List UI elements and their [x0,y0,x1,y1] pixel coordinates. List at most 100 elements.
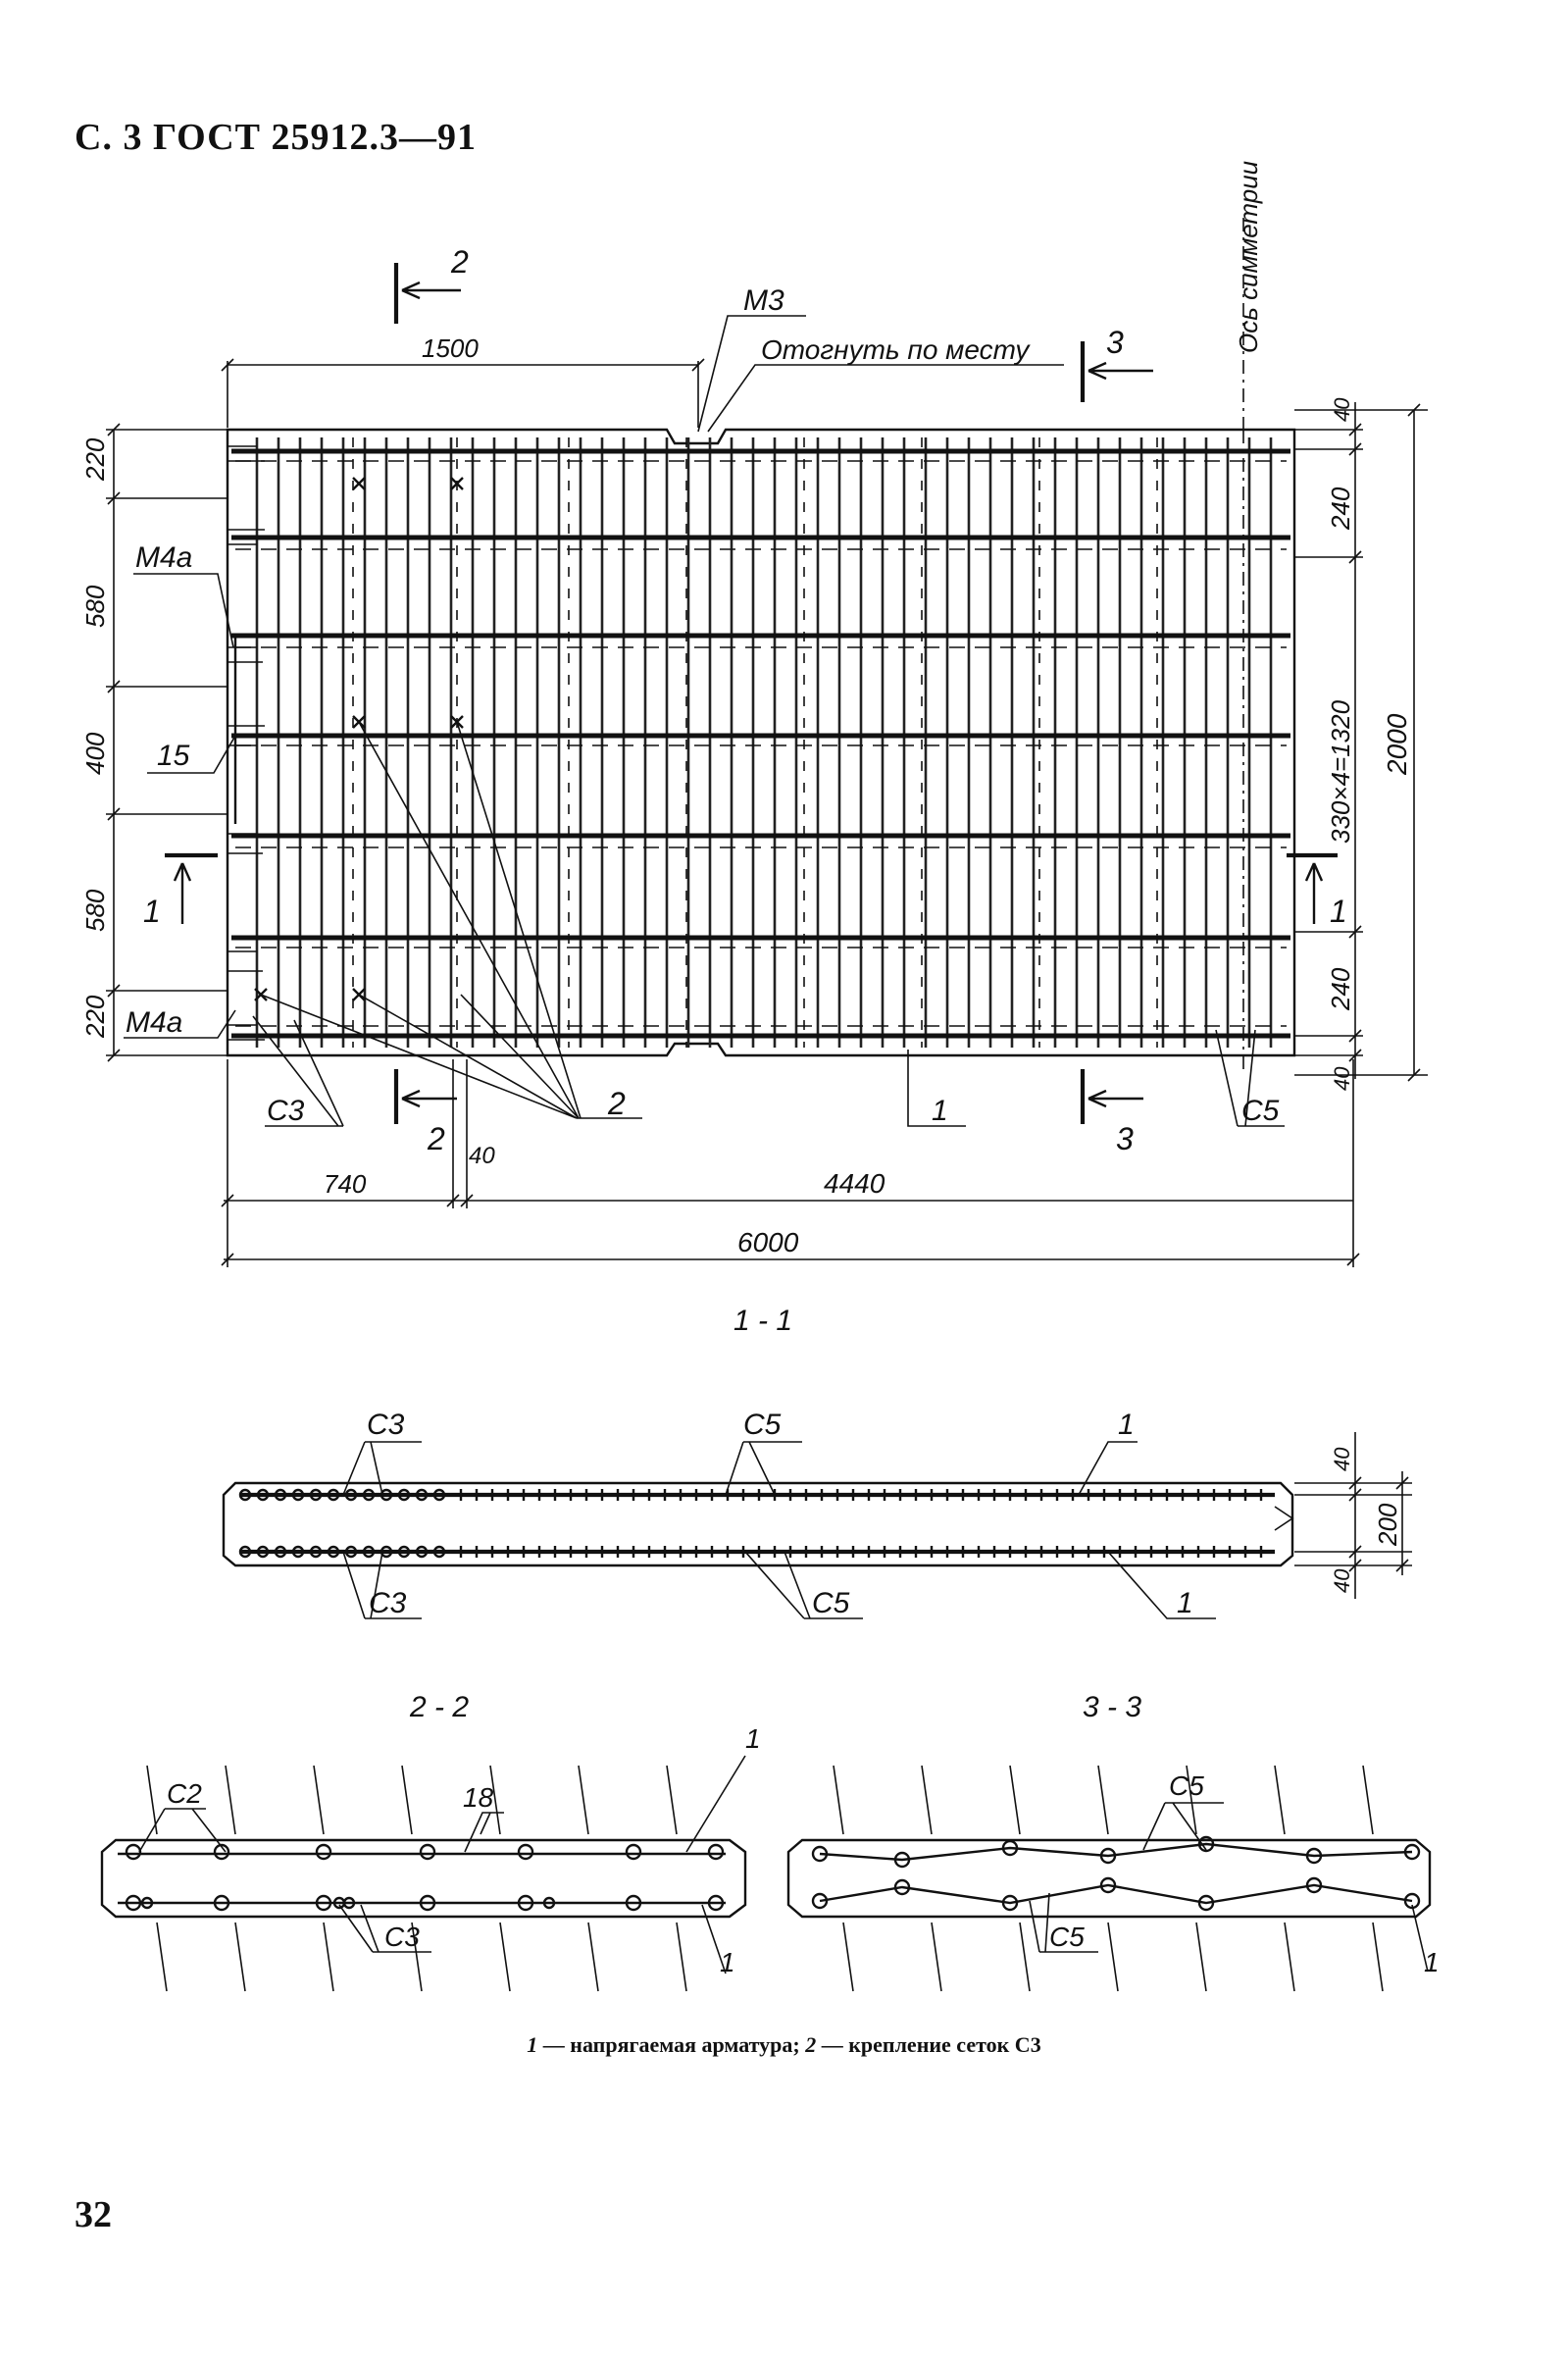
rebar-dot [315,1843,332,1861]
rebar-dot [309,1545,323,1559]
hatch-line [1195,1922,1207,1992]
s11-dim-40b: 40 [1330,1568,1354,1593]
page-header: С. 3 ГОСТ 25912.3—91 [75,117,477,158]
section-3-3-title: 3 - 3 [1083,1691,1141,1723]
dim-left-chain [106,423,228,1062]
rebar-dot [309,1488,323,1502]
section-2-2-leaders [138,1755,746,1974]
dim-220b: 220 [80,995,110,1039]
hatch-line [676,1922,687,1992]
plan-view: 2 С3 С5 1 М3 Отогнуть по месту Ось симме… [80,161,1428,1267]
dim-r330x4: 330×4=1320 [1326,699,1355,844]
rebar-dot [811,1845,829,1863]
mark-c3: С3 [267,1095,305,1127]
dim-740: 740 [324,1169,367,1199]
s33-c5-top: С5 [1169,1770,1204,1801]
rebar-dot [432,1545,446,1559]
section-3-3: 3 - 3 С5 С5 1 [786,1691,1440,1992]
dim-r40a: 40 [1330,397,1354,422]
rebar-dot [342,1896,356,1910]
rebar-dot [1197,1894,1215,1912]
hatch-line [578,1765,589,1835]
section-1-1-leaders [342,1441,1216,1619]
section-1-1-break [1274,1506,1294,1531]
rebar-dot [256,1545,270,1559]
s11-c3-bot: С3 [369,1587,407,1619]
rebar-dot [1001,1894,1019,1912]
s11-c5-top: С5 [743,1409,782,1441]
rebar-dot [1099,1876,1117,1894]
section-3-3-rebar-dots [811,1835,1421,1912]
hatch-line [499,1922,511,1992]
dim-right-chain [1294,402,1428,1082]
hatch-line [1284,1922,1295,1992]
legend-num-1: 1 [527,2032,538,2057]
fastening-crosses [254,477,464,1001]
rebar-dot [625,1894,642,1912]
dim-1500-label: 1500 [422,333,479,363]
legend: 1 — напрягаемая арматура; 2 — крепление … [0,2032,1568,2058]
section-3-3-leaders [1029,1802,1429,1973]
hatch-line [323,1922,334,1992]
section-marker-2-top: 2 [393,244,469,324]
s22-1-bot: 1 [720,1947,735,1977]
section-marker-1-right: 1 [1287,852,1347,929]
s11-c5-bot: С5 [812,1587,850,1619]
hatch-line [833,1765,844,1835]
rebar-dot [327,1545,340,1559]
section-3-3-zigzag-bottom [819,1883,1413,1905]
rebar-dot [707,1894,725,1912]
rebar-dot [291,1488,305,1502]
section-2-2-outline [100,1838,747,1919]
hatch-line [401,1765,413,1835]
leader-m3 [697,315,806,433]
dim-r2000: 2000 [1382,713,1412,776]
section-1-1-title: 1 - 1 [733,1305,792,1337]
hatch-line [587,1922,599,1992]
rebar-dot [125,1894,142,1912]
s22-c2: С2 [167,1778,202,1809]
leader-15 [147,735,236,774]
mark-m4a-bottom: М4а [126,1006,182,1039]
hatch-line [1107,1922,1119,1992]
transverse-bars [231,448,1290,1039]
svg-text:3: 3 [1116,1121,1134,1156]
rebar-dot [707,1843,725,1861]
section-1-1: 1 - 1 С3 С5 1 С3 С5 1 40 200 40 [222,1305,1412,1619]
dim-r240b: 240 [1326,967,1355,1011]
rebar-dot [517,1894,534,1912]
rebar-dot [397,1488,411,1502]
mark-m4a-top: М4а [135,541,192,574]
hatch-line [1274,1765,1286,1835]
dim-400: 400 [80,732,110,775]
rebar-dot [893,1851,911,1869]
section-1-1-rebar-dots [238,1488,1263,1559]
rebar-dot [1305,1847,1323,1865]
section-3-3-hatch [833,1765,1384,1992]
rebar-dot [256,1488,270,1502]
legend-text-1: — напрягаемая арматура; [537,2032,806,2057]
svg-text:2: 2 [427,1121,445,1156]
bend-note: Отогнуть по месту [761,334,1031,365]
rebar-dot [419,1843,436,1861]
leaders-c3 [252,1015,344,1127]
mark-2: 2 [607,1086,626,1121]
rebar-dot [1403,1843,1421,1861]
rebar-dot [344,1545,358,1559]
section-marker-3-bottom: 3 [1080,1069,1143,1156]
mark-15: 15 [157,740,190,772]
mark-1: 1 [932,1095,948,1127]
rebar-dot [291,1545,305,1559]
rebar-dot [274,1545,287,1559]
section-1-1-outline [222,1481,1294,1567]
rebar-dot [213,1894,230,1912]
s11-c3-top: С3 [367,1409,405,1441]
hatch-line [1097,1765,1109,1835]
rebar-dot [315,1894,332,1912]
hatch-line [313,1765,325,1835]
rebar-dot [432,1488,446,1502]
dim-4440: 4440 [824,1168,885,1199]
rebar-dot [1001,1839,1019,1857]
s33-1: 1 [1424,1947,1440,1977]
rebar-dot [1305,1876,1323,1894]
